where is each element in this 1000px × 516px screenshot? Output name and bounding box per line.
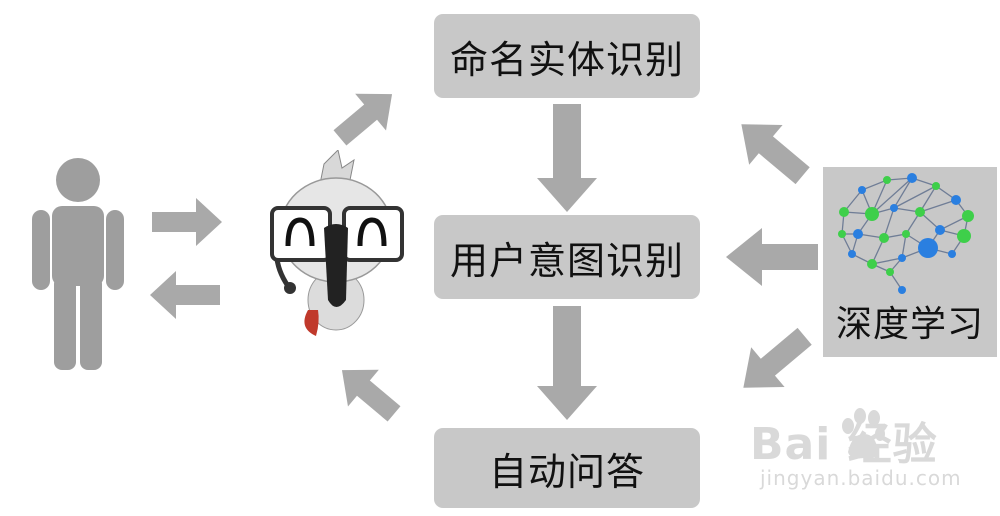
ner-box: 命名实体识别 <box>434 14 700 98</box>
arrow-robot-to-ner <box>333 93 393 146</box>
deep-learning-panel: 深度学习 <box>823 167 997 357</box>
robot-mascot-icon <box>270 150 404 336</box>
qa-label: 自动问答 <box>488 449 645 494</box>
arrow-dl-to-intent <box>726 228 818 286</box>
person-icon <box>32 158 124 370</box>
intent-label: 用户意图识别 <box>449 238 684 283</box>
baidu-jingyan-watermark: Bai 经验 jingyan.baidu.com <box>720 400 990 510</box>
arrow-ner-to-intent <box>537 104 597 212</box>
arrow-dl-to-qa <box>743 327 812 388</box>
neural-network-brain-icon <box>838 173 974 294</box>
arrow-dl-to-ner <box>741 124 810 185</box>
paw-icon <box>842 408 885 459</box>
arrow-robot-to-user <box>150 271 220 319</box>
intent-box: 用户意图识别 <box>434 215 700 299</box>
qa-box: 自动问答 <box>434 428 700 508</box>
watermark-url: jingyan.baidu.com <box>760 466 962 490</box>
arrow-qa-to-robot <box>341 369 401 422</box>
ner-label: 命名实体识别 <box>449 37 684 82</box>
arrow-user-to-robot <box>152 198 222 246</box>
deep-learning-label: 深度学习 <box>835 304 984 345</box>
arrow-intent-to-qa <box>537 306 597 420</box>
